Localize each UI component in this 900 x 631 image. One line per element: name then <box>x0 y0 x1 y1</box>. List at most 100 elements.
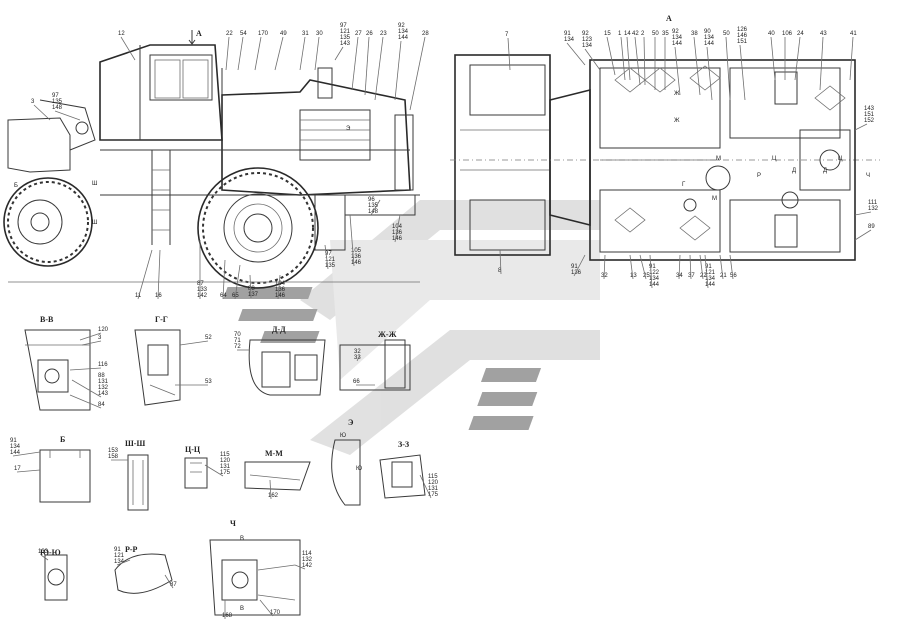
side-callout-3: Б <box>14 183 18 189</box>
section-zhzh-label-0-leader <box>356 354 361 362</box>
plan-callout-2-leader <box>584 48 601 71</box>
section-vv-label-0-leader <box>79 332 102 341</box>
plan-callout-6: 42 <box>632 31 639 37</box>
side-callout-13-leader <box>314 36 320 71</box>
plan-callout-8: 50 <box>652 31 659 37</box>
section-ch-label-0: В <box>240 536 244 542</box>
side-callout-0-leader <box>120 36 136 61</box>
plan-callout-45-leader <box>729 254 734 280</box>
plan-callout-0: 7 <box>505 32 509 38</box>
plan-callout-19-leader <box>849 36 854 81</box>
plan-callout-42: 22 <box>700 273 707 279</box>
section-yuyu-label-0: 133 <box>38 549 49 555</box>
section-vv-label-1: 3 <box>98 335 102 341</box>
plan-callout-18: 43 <box>820 31 827 37</box>
plan-callout-14-leader <box>739 44 746 101</box>
plan-callout-36: 32 <box>601 273 608 279</box>
side-callout-23-leader <box>249 274 252 299</box>
side-callout-28-leader <box>394 214 401 243</box>
watermark-logo <box>223 200 600 455</box>
section-rr-label-0-leader <box>116 559 131 566</box>
side-callout-6-leader <box>137 249 153 300</box>
plan-callout-25: Ч <box>866 173 870 179</box>
section-vv-label-4: 84 <box>98 402 105 408</box>
section-ch-label-3: 168 <box>222 613 233 619</box>
plan-callout-15: 40 <box>768 31 775 37</box>
section-ch-label-4-leader <box>259 599 274 617</box>
plan-callout-12-leader <box>706 46 713 101</box>
side-callout-19-leader <box>409 36 426 111</box>
side-callout-17-leader <box>374 36 384 101</box>
section-mm-label-0: 162 <box>268 493 279 499</box>
section-vv-label-2: 116 <box>98 362 108 368</box>
section-title-zz: З-З <box>398 440 409 449</box>
section-vv-label-3-leader <box>71 379 102 398</box>
side-view-loader <box>3 30 420 289</box>
section-vv-label-0: 120 <box>98 327 109 333</box>
plan-callout-0-leader <box>507 37 511 71</box>
section-b-label-1: 17 <box>14 466 21 472</box>
plan-callout-19: 41 <box>850 31 857 37</box>
side-callout-26-leader <box>349 214 355 267</box>
watermark-bar-2 <box>238 309 318 321</box>
section-e-label-0: Ю <box>340 433 346 439</box>
side-callout-9-leader <box>237 36 244 71</box>
section-ch-label-4: 170 <box>270 610 281 616</box>
plan-callout-39-leader <box>649 254 653 289</box>
side-callout-5: Ш <box>92 220 98 226</box>
plan-callout-30: Г <box>682 182 686 188</box>
side-callout-29: Э <box>346 126 351 132</box>
section-title-ch: Ч <box>230 519 236 528</box>
plan-callout-32: Ж <box>674 91 680 97</box>
section-b-label-0-leader <box>12 451 41 457</box>
plan-callout-4: 1 <box>618 31 622 37</box>
side-callout-12-leader <box>299 36 306 71</box>
plan-callout-28: М <box>716 156 721 162</box>
plan-callout-44: 21 <box>720 273 727 279</box>
plan-callout-6-leader <box>634 36 641 86</box>
side-callout-8: 22 <box>226 31 233 37</box>
plan-callout-22: Ц <box>838 156 843 162</box>
plan-callout-17-leader <box>794 36 801 81</box>
side-callout-10: 170 <box>258 31 269 37</box>
side-callout-0: 12 <box>118 31 125 37</box>
watermark-bar-1 <box>223 287 313 299</box>
side-callout-21: 64 <box>220 293 227 299</box>
plan-callout-23: Д <box>792 168 796 174</box>
side-callout-21-leader <box>222 259 226 300</box>
plan-callout-16: 106 <box>782 31 793 37</box>
side-callout-27-leader <box>370 199 381 216</box>
section-title-mm: М-М <box>265 449 283 458</box>
plan-callout-10-leader <box>674 46 681 96</box>
section-vv-label-1-leader <box>81 340 102 346</box>
view-arrow-a-label: А <box>196 29 202 38</box>
plan-callout-11: 38 <box>691 31 698 37</box>
side-callout-22-leader <box>234 264 241 300</box>
plan-callout-41: 37 <box>688 273 695 279</box>
section-mm-label-0-leader <box>269 479 272 500</box>
section-gg-label-0: 52 <box>205 335 212 341</box>
watermark-chevron-3 <box>330 240 600 380</box>
plan-callout-27-leader <box>854 229 872 241</box>
section-title-rr: Р-Р <box>125 545 138 554</box>
section-b-label-1-leader <box>16 469 41 473</box>
side-callout-11-leader <box>274 36 284 71</box>
section-e-label-1: Ю <box>356 466 362 472</box>
